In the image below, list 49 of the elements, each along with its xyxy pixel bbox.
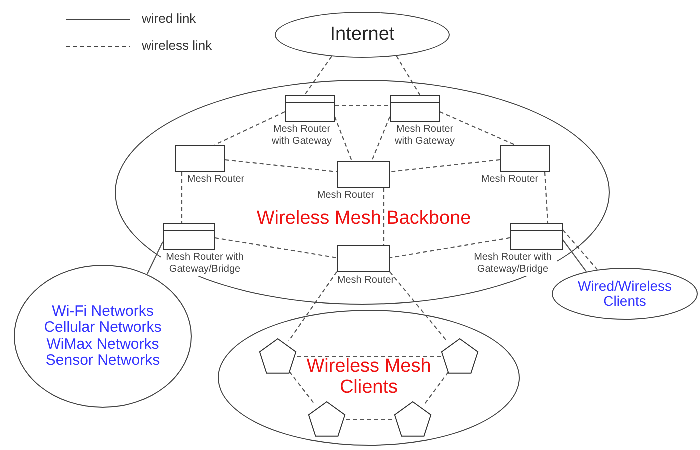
wireless-link: [224, 159, 338, 173]
client-pentagon: [258, 337, 298, 377]
network-label: Internet: [330, 24, 395, 46]
wireless-link: [334, 116, 353, 162]
wireless-link: [440, 112, 516, 146]
client-label: Wired/Wireless Clients: [576, 278, 674, 310]
wireless-link: [288, 272, 338, 342]
router-label: Mesh Router with Gateway: [269, 124, 335, 148]
wireless-link: [372, 116, 390, 162]
wireless-link: [289, 372, 316, 406]
wireless-link: [562, 230, 598, 270]
wireless-link: [390, 237, 510, 259]
client-pentagon: [307, 400, 347, 440]
network-ellipse: [275, 12, 450, 58]
wireless-link: [335, 105, 390, 107]
wireless-link: [214, 112, 286, 146]
wireless-link: [304, 56, 332, 96]
wireless-link: [181, 172, 183, 223]
legend-label: wired link: [142, 11, 196, 26]
network-label: Cellular Networks: [44, 320, 162, 336]
wireless-link: [214, 237, 338, 259]
legend-label: wireless link: [142, 38, 212, 53]
router-box: [500, 145, 550, 172]
router-label: Mesh Router with Gateway: [392, 124, 458, 148]
client-group-ellipse: [218, 310, 520, 446]
wired-link: [146, 242, 164, 275]
wireless-link: [383, 188, 385, 245]
network-label: Wi-Fi Networks: [52, 304, 154, 320]
region-label: Wireless Mesh Clients: [306, 357, 432, 399]
router-box: [163, 223, 215, 250]
router-box: [285, 95, 335, 122]
wireless-link: [346, 419, 394, 421]
router-box: [175, 145, 225, 172]
wired-link: [562, 240, 588, 272]
client-ellipse: [552, 268, 698, 320]
router-box: [337, 161, 390, 188]
router-box: [390, 95, 440, 122]
wireless-link: [424, 372, 450, 406]
wireless-link: [544, 172, 549, 224]
network-label: Sensor Networks: [46, 353, 160, 370]
wireless-link: [297, 356, 441, 358]
router-box: [510, 223, 563, 250]
client-pentagon: [393, 400, 433, 440]
wireless-link: [390, 272, 448, 343]
router-box: [337, 245, 390, 272]
wireless-link: [390, 159, 500, 173]
region-label: Wireless Mesh Backbone: [256, 209, 472, 230]
client-pentagon: [440, 337, 480, 377]
network-label: WiMax Networks: [46, 336, 160, 353]
